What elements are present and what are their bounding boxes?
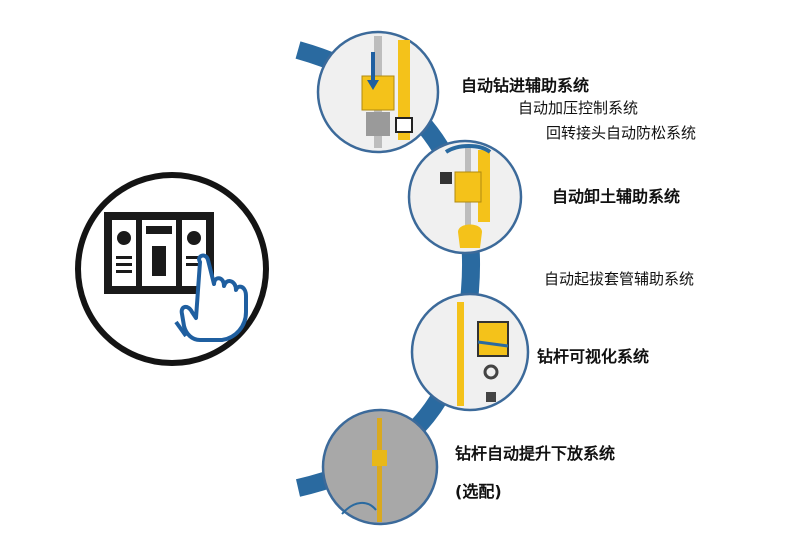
soil-unloading-photo: [407, 139, 523, 255]
control-panel-touch-icon: [75, 172, 269, 366]
rod-visualization-photo: [410, 292, 530, 412]
rod-lifting-photo: [321, 408, 439, 526]
item-2-label: 自动卸土辅助系统: [552, 187, 681, 206]
item-1-label: 自动钻进辅助系统: [461, 76, 590, 95]
pointing-hand-icon: [174, 253, 248, 342]
item-5-label: 钻杆自动提升下放系统: [455, 444, 616, 463]
control-panel-icon: [104, 212, 214, 294]
item-1-sublabel-2: 回转接头自动防松系统: [546, 124, 697, 142]
item-4-label: 钻杆可视化系统: [537, 347, 650, 366]
item-5-note: (选配): [455, 482, 502, 501]
item-3-label: 自动起拔套管辅助系统: [544, 270, 695, 288]
drilling-assist-photo: [316, 30, 440, 154]
item-1-sublabel-1: 自动加压控制系统: [518, 99, 639, 117]
